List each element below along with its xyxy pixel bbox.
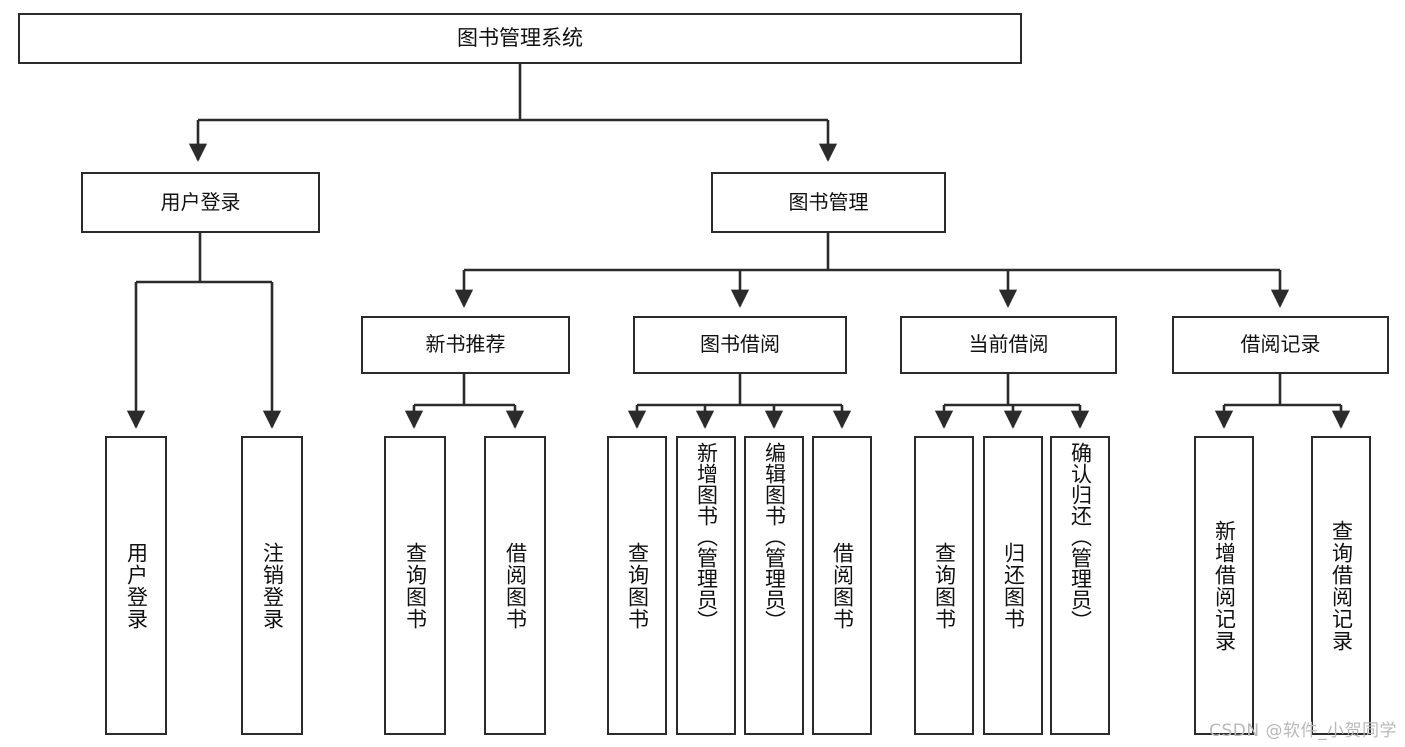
node-label: 确认归还（管理员）: [1068, 442, 1093, 631]
node-book-management[interactable]: 图书管理: [711, 172, 946, 233]
node-user-login[interactable]: 用户登录: [81, 172, 320, 233]
leaf-user-login-logout[interactable]: 注销登录: [241, 436, 303, 735]
node-label: 当前借阅: [968, 332, 1049, 357]
leaf-borrow-records-query-record[interactable]: 查询借阅记录: [1311, 436, 1371, 735]
node-label: 图书管理系统: [457, 26, 583, 51]
node-borrow-records[interactable]: 借阅记录: [1172, 316, 1389, 374]
node-current-borrow[interactable]: 当前借阅: [900, 316, 1117, 374]
node-label: 新增图书（管理员）: [694, 442, 719, 631]
leaf-book-borrow-query-book[interactable]: 查询图书: [607, 436, 667, 735]
node-label: 新书推荐: [425, 332, 506, 357]
node-label: 查询借阅记录: [1329, 519, 1354, 652]
leaf-user-login-login[interactable]: 用户登录: [105, 436, 167, 735]
node-root-system[interactable]: 图书管理系统: [18, 13, 1022, 64]
node-new-book-recommend[interactable]: 新书推荐: [361, 316, 570, 374]
node-label: 借阅记录: [1240, 332, 1321, 357]
node-label: 新增借阅记录: [1212, 519, 1237, 652]
leaf-book-borrow-add-book-admin[interactable]: 新增图书（管理员）: [676, 436, 736, 735]
node-label: 查询图书: [403, 541, 428, 630]
node-book-borrow[interactable]: 图书借阅: [633, 316, 847, 374]
node-label: 用户登录: [160, 189, 241, 214]
node-label: 图书管理: [788, 189, 869, 214]
leaf-current-borrow-confirm-return-admin[interactable]: 确认归还（管理员）: [1050, 436, 1110, 735]
node-label: 注销登录: [260, 541, 285, 630]
leaf-new-book-borrow-book[interactable]: 借阅图书: [484, 436, 546, 735]
node-label: 借阅图书: [830, 541, 855, 630]
node-label: 用户登录: [124, 541, 149, 630]
node-label: 编辑图书（管理员）: [762, 442, 787, 631]
leaf-book-borrow-borrow-book[interactable]: 借阅图书: [812, 436, 872, 735]
leaf-current-borrow-query-book[interactable]: 查询图书: [914, 436, 974, 735]
node-label: 借阅图书: [503, 541, 528, 630]
node-label: 查询图书: [932, 541, 957, 630]
leaf-current-borrow-return-book[interactable]: 归还图书: [983, 436, 1043, 735]
leaf-book-borrow-edit-book-admin[interactable]: 编辑图书（管理员）: [744, 436, 804, 735]
node-label: 图书借阅: [700, 332, 780, 357]
leaf-new-book-query-book[interactable]: 查询图书: [384, 436, 446, 735]
leaf-borrow-records-add-record[interactable]: 新增借阅记录: [1194, 436, 1254, 735]
node-label: 查询图书: [625, 541, 650, 630]
node-label: 归还图书: [1001, 541, 1026, 630]
